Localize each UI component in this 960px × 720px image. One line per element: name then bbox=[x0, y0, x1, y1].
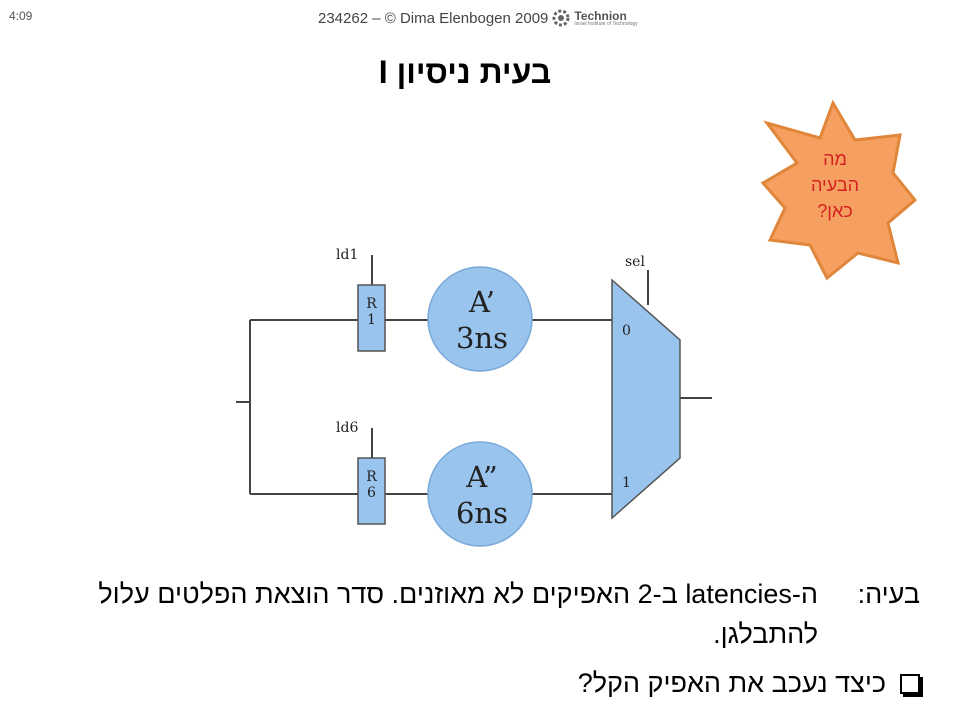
course-copyright: 234262 – © Dima Elenbogen 2009 bbox=[318, 9, 549, 27]
problem-text: ה-latencies ב-2 האפיקים לא מאוזנים. סדר … bbox=[98, 579, 818, 649]
slide-header: 234262 – © Dima Elenbogen 2009 Technion … bbox=[318, 4, 638, 32]
technion-logo-icon bbox=[552, 9, 570, 27]
problem-label: בעיה: bbox=[857, 579, 920, 609]
register-r6-label-top: R bbox=[366, 469, 377, 485]
callout-line-3: כאן? bbox=[817, 201, 853, 221]
question-text: כיצד נעכב את האפיק הקל? bbox=[577, 668, 886, 698]
register-r1-label-top: R bbox=[366, 296, 377, 312]
ld6-label: ld6 bbox=[336, 420, 358, 436]
mux-input-1-label: 1 bbox=[622, 475, 631, 491]
mux-input-0-label: 0 bbox=[622, 323, 631, 339]
slide-title: בעית ניסיון I bbox=[378, 54, 552, 90]
register-r6 bbox=[357, 457, 386, 525]
callout-line-2: הבעיה bbox=[810, 175, 859, 195]
ld1-label: ld1 bbox=[336, 247, 358, 263]
callout-burst-shape bbox=[760, 99, 918, 281]
mux-sel-label: sel bbox=[625, 254, 645, 270]
stage-a-prime-latency: 3ns bbox=[456, 321, 508, 355]
checkbox-bullet-icon bbox=[900, 673, 920, 694]
slide-time: 4:09 bbox=[9, 9, 33, 23]
stage-a-double-prime-latency: 6ns bbox=[456, 496, 508, 530]
multiplexer bbox=[611, 278, 681, 520]
question-bullet: כיצד נעכב את האפיק הקל? bbox=[578, 668, 920, 699]
problem-statement: בעיה: ה-latencies ב-2 האפיקים לא מאוזנים… bbox=[40, 574, 920, 654]
logo-subtitle: Israel Institute of Technology bbox=[574, 20, 638, 27]
callout-line-1: מה bbox=[823, 149, 847, 169]
stage-a-double-prime bbox=[427, 441, 533, 547]
stage-a-prime-name: A’ bbox=[468, 285, 495, 319]
logo-name: Technion bbox=[574, 8, 627, 23]
stage-a-prime bbox=[427, 266, 533, 372]
callout-text: מה הבעיה כאן? bbox=[790, 146, 880, 224]
register-r1 bbox=[357, 284, 386, 352]
register-r1-label-bottom: 1 bbox=[367, 312, 376, 328]
stage-a-double-prime-name: A” bbox=[465, 460, 498, 494]
technion-logo: Technion Israel Institute of Technology bbox=[574, 10, 637, 27]
register-r6-label-bottom: 6 bbox=[367, 485, 376, 501]
